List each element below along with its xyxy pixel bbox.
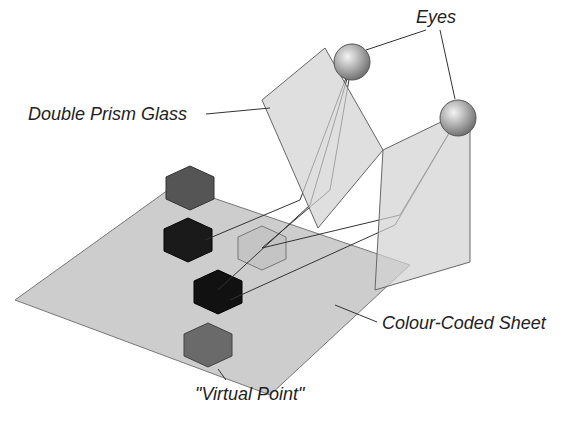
label: Colour-Coded Sheet (382, 312, 546, 334)
leader-line (218, 369, 226, 380)
label: Double Prism Glass (28, 103, 187, 125)
leader-line (366, 30, 426, 50)
colour-coded-sheet (15, 185, 410, 395)
hexagon (184, 323, 232, 367)
leader-line (440, 30, 455, 99)
eye (334, 44, 370, 80)
label: "Virtual Point" (195, 383, 305, 405)
leader-line (335, 305, 377, 322)
hexagon (166, 166, 214, 210)
hexagon (164, 218, 212, 262)
label: Eyes (416, 6, 456, 28)
hexagon (194, 270, 242, 314)
eye (440, 100, 476, 136)
leader-line (206, 108, 270, 114)
